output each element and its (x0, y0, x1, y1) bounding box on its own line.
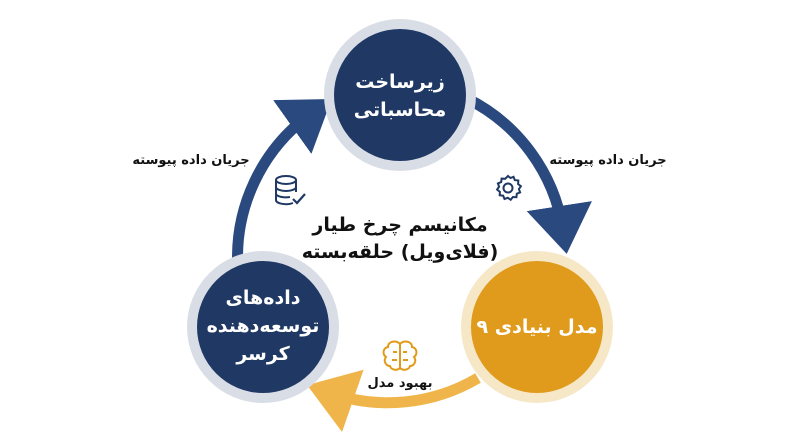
node-compute-line1: زیرساخت (355, 71, 445, 93)
node-compute-infrastructure (324, 19, 476, 171)
node-model-line1: مدل بنیادی ۹ (476, 316, 598, 338)
edge-label-right: جریان داده پیوسته (549, 153, 667, 168)
center-title-line2: (فلای‌ویل) حلقه‌بسته (301, 241, 499, 263)
arrow-compute-to-model (463, 93, 592, 254)
center-title-line1: مکانیسم چرخ طیار (312, 214, 488, 236)
node-data-label: داده‌های توسعه‌دهنده کرسر (183, 284, 343, 368)
gear-icon (495, 174, 523, 202)
node-data-line1: داده‌های (225, 287, 301, 309)
edge-label-left: جریان داده پیوسته (132, 153, 250, 168)
arrow-data-to-compute (232, 98, 332, 271)
node-data-line3: کرسر (236, 343, 290, 365)
brain-icon (382, 340, 418, 371)
node-compute-line2: محاسباتی (353, 99, 447, 121)
database-check-icon (275, 175, 306, 206)
center-title: مکانیسم چرخ طیار (فلای‌ویل) حلقه‌بسته (290, 212, 510, 266)
node-data-line2: توسعه‌دهنده (206, 315, 320, 337)
node-foundation-model (461, 251, 613, 403)
node-model-label: مدل بنیادی ۹ (457, 313, 617, 341)
edge-label-bottom: بهبود مدل (367, 376, 433, 391)
node-compute-label: زیرساخت محاسباتی (320, 68, 480, 124)
node-developer-data (187, 251, 339, 403)
arrow-model-to-data (307, 369, 481, 433)
